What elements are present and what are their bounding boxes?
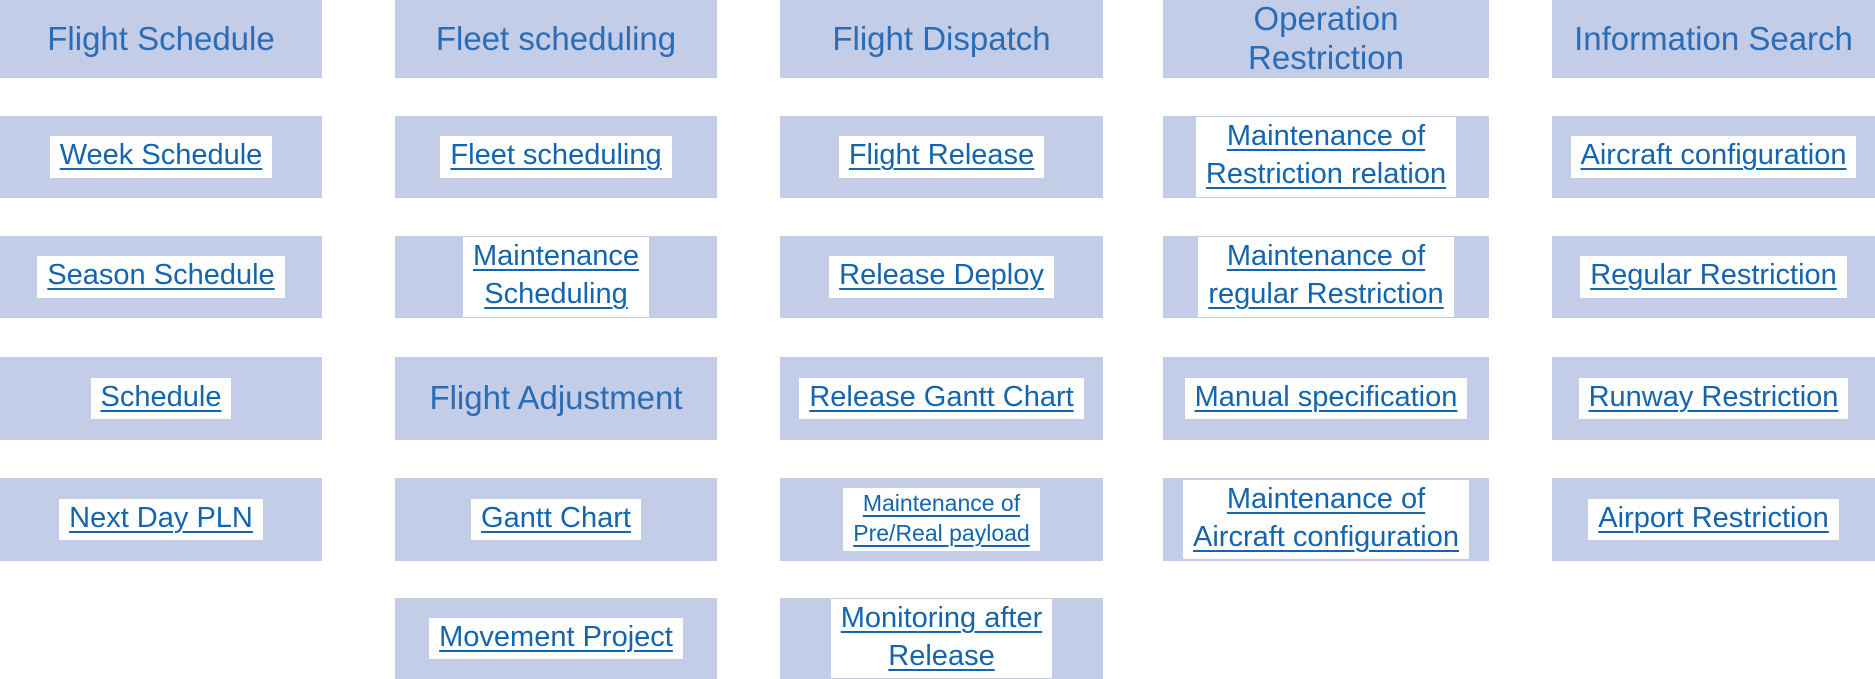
menu-item-fleet-scheduling[interactable]: Fleet scheduling [395, 116, 717, 198]
menu-item-label[interactable]: Next Day PLN [59, 498, 263, 541]
menu-item-release-deploy[interactable]: Release Deploy [780, 236, 1103, 318]
menu-item-maintenance-of-restriction-relation[interactable]: Maintenance of Restriction relation [1163, 116, 1489, 198]
menu-item-season-schedule[interactable]: Season Schedule [0, 236, 322, 318]
menu-item-label[interactable]: Gantt Chart [471, 498, 641, 541]
section-header-label: Fleet scheduling [435, 19, 677, 57]
menu-item-label[interactable]: Maintenance of Pre/Real payload [843, 488, 1040, 551]
menu-item-maintenance-of-pre-real-payload[interactable]: Maintenance of Pre/Real payload [780, 478, 1103, 561]
menu-item-release-gantt-chart[interactable]: Release Gantt Chart [780, 357, 1103, 440]
section-header-fleet-scheduling: Fleet scheduling [395, 0, 717, 78]
section-header-label: Flight Schedule [47, 19, 275, 57]
column-fleet-scheduling: Fleet scheduling Fleet scheduling Mainte… [395, 0, 717, 679]
menu-item-label[interactable]: Maintenance of regular Restriction [1198, 237, 1454, 317]
menu-item-schedule[interactable]: Schedule [0, 357, 322, 440]
menu-item-maintenance-of-aircraft-configuration[interactable]: Maintenance of Aircraft configuration [1163, 478, 1489, 561]
menu-item-airport-restriction[interactable]: Airport Restriction [1552, 478, 1875, 561]
section-header-label: Information Search [1574, 19, 1853, 57]
section-header-label: Flight Adjustment [429, 379, 683, 417]
column-flight-dispatch: Flight Dispatch Flight Release Release D… [780, 0, 1103, 679]
column-flight-schedule: Flight Schedule Week Schedule Season Sch… [0, 0, 322, 679]
column-operation-restriction: Operation Restriction Maintenance of Res… [1163, 0, 1489, 679]
menu-item-week-schedule[interactable]: Week Schedule [0, 116, 322, 198]
menu-item-label[interactable]: Manual specification [1184, 377, 1468, 420]
column-information-search: Information Search Aircraft configuratio… [1552, 0, 1875, 679]
menu-item-maintenance-scheduling[interactable]: Maintenance Scheduling [395, 236, 717, 318]
section-header-label: Operation Restriction [1248, 0, 1404, 76]
menu-item-maintenance-of-regular-restriction[interactable]: Maintenance of regular Restriction [1163, 236, 1489, 318]
menu-item-manual-specification[interactable]: Manual specification [1163, 357, 1489, 440]
menu-item-label[interactable]: Airport Restriction [1588, 498, 1839, 541]
section-header-flight-dispatch: Flight Dispatch [780, 0, 1103, 78]
menu-item-monitoring-after-release[interactable]: Monitoring after Release [780, 598, 1103, 679]
menu-item-gantt-chart[interactable]: Gantt Chart [395, 478, 717, 561]
menu-item-regular-restriction[interactable]: Regular Restriction [1552, 236, 1875, 318]
menu-item-label[interactable]: Fleet scheduling [440, 136, 672, 178]
menu-item-label[interactable]: Maintenance Scheduling [462, 237, 650, 317]
menu-item-label[interactable]: Season Schedule [37, 256, 285, 298]
menu-item-flight-release[interactable]: Flight Release [780, 116, 1103, 198]
menu-item-label[interactable]: Runway Restriction [1578, 377, 1849, 420]
menu-item-label[interactable]: Release Gantt Chart [799, 377, 1084, 420]
section-header-flight-adjustment: Flight Adjustment [395, 357, 717, 440]
menu-item-label[interactable]: Monitoring after Release [830, 598, 1053, 679]
menu-item-label[interactable]: Movement Project [429, 617, 683, 660]
section-header-information-search: Information Search [1552, 0, 1875, 78]
menu-item-label[interactable]: Maintenance of Aircraft configuration [1183, 479, 1469, 560]
menu-item-label[interactable]: Regular Restriction [1580, 256, 1847, 298]
section-header-label: Flight Dispatch [832, 19, 1051, 57]
menu-item-label[interactable]: Week Schedule [49, 136, 273, 178]
menu-item-label[interactable]: Schedule [90, 377, 232, 420]
menu-item-runway-restriction[interactable]: Runway Restriction [1552, 357, 1875, 440]
menu-item-next-day-pln[interactable]: Next Day PLN [0, 478, 322, 561]
menu-item-label[interactable]: Aircraft configuration [1570, 136, 1857, 178]
menu-item-label[interactable]: Release Deploy [829, 256, 1054, 298]
section-header-flight-schedule: Flight Schedule [0, 0, 322, 78]
section-header-operation-restriction: Operation Restriction [1163, 0, 1489, 78]
menu-item-label[interactable]: Maintenance of Restriction relation [1195, 117, 1457, 197]
menu-item-movement-project[interactable]: Movement Project [395, 598, 717, 679]
menu-item-aircraft-configuration[interactable]: Aircraft configuration [1552, 116, 1875, 198]
menu-item-label[interactable]: Flight Release [838, 136, 1045, 178]
